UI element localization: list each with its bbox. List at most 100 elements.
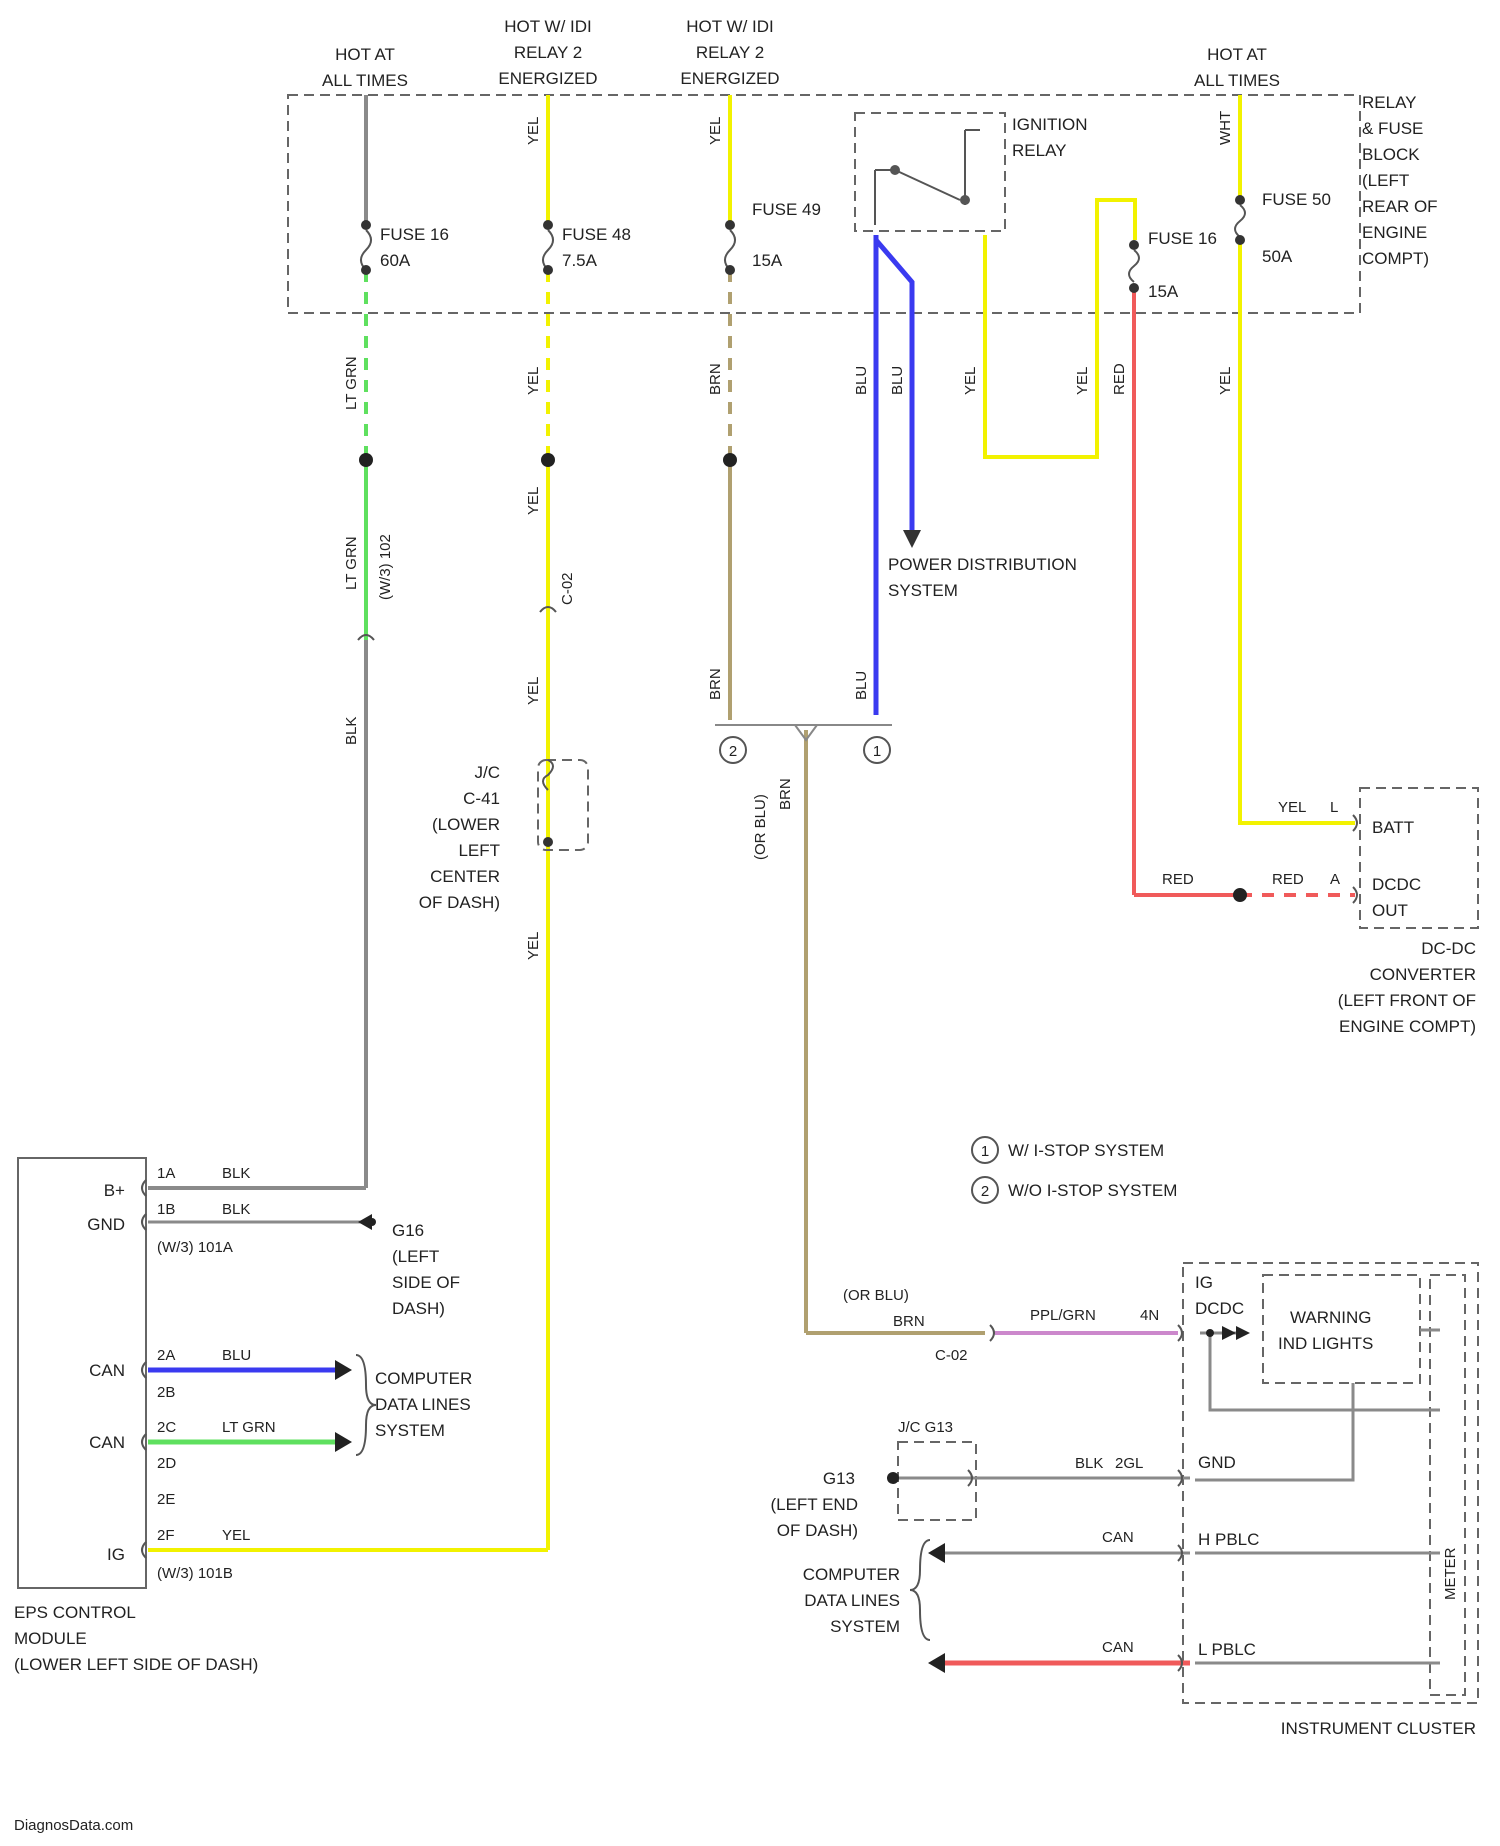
svg-text:FUSE 16: FUSE 16 (1148, 229, 1217, 248)
svg-text:H PBLC: H PBLC (1198, 1530, 1259, 1549)
svg-text:BLOCK: BLOCK (1362, 145, 1420, 164)
svg-text:YEL: YEL (1217, 367, 1234, 395)
svg-text:IG: IG (1195, 1273, 1213, 1292)
svg-text:(W/3) 101B: (W/3) 101B (157, 1565, 233, 1582)
svg-text:BATT: BATT (1372, 818, 1414, 837)
svg-text:ENERGIZED: ENERGIZED (498, 69, 597, 88)
svg-text:(LOWER: (LOWER (432, 815, 500, 834)
svg-text:W/ I-STOP SYSTEM: W/ I-STOP SYSTEM (1008, 1141, 1164, 1160)
svg-text:ENERGIZED: ENERGIZED (680, 69, 779, 88)
svg-text:YEL: YEL (525, 367, 542, 395)
svg-text:RELAY: RELAY (1012, 141, 1067, 160)
svg-text:FUSE 16: FUSE 16 (380, 225, 449, 244)
c02-connector-ticks (358, 607, 556, 640)
svg-text:WARNING: WARNING (1290, 1308, 1372, 1327)
svg-text:DATA LINES: DATA LINES (375, 1395, 471, 1414)
svg-text:J/C G13: J/C G13 (898, 1419, 953, 1436)
svg-text:GND: GND (1198, 1453, 1236, 1472)
svg-text:G13: G13 (823, 1469, 855, 1488)
svg-text:YEL: YEL (525, 932, 542, 960)
fuse-49-15a: FUSE 49 15A (725, 200, 821, 275)
svg-text:(OR BLU): (OR BLU) (752, 794, 769, 860)
svg-text:RELAY: RELAY (1362, 93, 1417, 112)
svg-text:C-02: C-02 (559, 572, 576, 605)
svg-text:1B: 1B (157, 1201, 175, 1218)
svg-text:YEL: YEL (962, 367, 979, 395)
splice-dots (359, 453, 1247, 902)
svg-text:(W/3) 101A: (W/3) 101A (157, 1239, 233, 1256)
svg-text:YEL: YEL (525, 677, 542, 705)
wire-fuse16-15a-to-dcdc (1134, 290, 1355, 895)
svg-text:LT GRN: LT GRN (222, 1419, 276, 1436)
svg-text:J/C: J/C (475, 763, 501, 782)
svg-text:CENTER: CENTER (430, 867, 500, 886)
svg-text:INSTRUMENT CLUSTER: INSTRUMENT CLUSTER (1281, 1719, 1476, 1738)
svg-text:G16: G16 (392, 1221, 424, 1240)
svg-text:(W/3) 102: (W/3) 102 (377, 534, 394, 600)
svg-text:W/O I-STOP SYSTEM: W/O I-STOP SYSTEM (1008, 1181, 1177, 1200)
jc-c41: J/C C-41 (LOWER LEFT CENTER OF DASH) (419, 760, 588, 912)
svg-text:COMPT): COMPT) (1362, 249, 1429, 268)
svg-text:METER: METER (1442, 1547, 1459, 1600)
svg-text:BLK: BLK (1075, 1455, 1103, 1472)
svg-text:BLK: BLK (343, 717, 360, 745)
fuse-16-15a: FUSE 16 15A (1129, 229, 1217, 301)
svg-text:1: 1 (873, 743, 881, 760)
svg-text:2C: 2C (157, 1419, 176, 1436)
svg-text:MODULE: MODULE (14, 1629, 87, 1648)
svg-text:OF DASH): OF DASH) (419, 893, 500, 912)
splice-bracket (715, 725, 892, 740)
svg-text:2: 2 (729, 743, 737, 760)
svg-text:EPS CONTROL: EPS CONTROL (14, 1603, 136, 1622)
svg-text:LT GRN: LT GRN (343, 356, 360, 410)
svg-text:IG: IG (107, 1545, 125, 1564)
svg-text:YEL: YEL (1278, 799, 1306, 816)
ground-g16: G16 (LEFT SIDE OF DASH) (392, 1221, 460, 1318)
svg-text:(OR BLU): (OR BLU) (843, 1287, 909, 1304)
svg-text:2D: 2D (157, 1455, 176, 1472)
svg-text:OF DASH): OF DASH) (777, 1521, 858, 1540)
svg-text:2E: 2E (157, 1491, 175, 1508)
svg-text:DASH): DASH) (392, 1299, 445, 1318)
svg-text:& FUSE: & FUSE (1362, 119, 1423, 138)
svg-text:IND LIGHTS: IND LIGHTS (1278, 1334, 1373, 1353)
relay-fuse-block-label: RELAY & FUSE BLOCK (LEFT REAR OF ENGINE … (1362, 93, 1438, 268)
fuse-50-50a: FUSE 50 50A (1235, 190, 1331, 266)
svg-text:RELAY 2: RELAY 2 (514, 43, 582, 62)
svg-text:COMPUTER: COMPUTER (803, 1565, 900, 1584)
eps-gnd-wire (148, 1214, 376, 1230)
svg-text:CAN: CAN (89, 1433, 125, 1452)
svg-text:BLU: BLU (222, 1347, 251, 1364)
svg-text:60A: 60A (380, 251, 411, 270)
svg-text:15A: 15A (752, 251, 783, 270)
svg-text:RED: RED (1111, 363, 1128, 395)
eps-control-module: B+ GND CAN CAN IG 1A BLK 1B BLK (W/3) 10… (14, 1158, 276, 1674)
svg-text:DC-DC: DC-DC (1421, 939, 1476, 958)
svg-text:BLU: BLU (853, 366, 870, 395)
svg-text:C-41: C-41 (463, 789, 500, 808)
svg-text:RELAY 2: RELAY 2 (696, 43, 764, 62)
svg-text:BLU: BLU (853, 671, 870, 700)
svg-text:DCDC: DCDC (1372, 875, 1421, 894)
svg-text:YEL: YEL (1074, 367, 1091, 395)
svg-text:FUSE 48: FUSE 48 (562, 225, 631, 244)
svg-text:2B: 2B (157, 1384, 175, 1401)
svg-text:FUSE 49: FUSE 49 (752, 200, 821, 219)
eps-can-wires (148, 1355, 376, 1455)
svg-text:PPL/GRN: PPL/GRN (1030, 1307, 1096, 1324)
svg-text:BRN: BRN (707, 668, 724, 700)
svg-text:L: L (1330, 799, 1338, 816)
svg-text:ALL TIMES: ALL TIMES (1194, 71, 1280, 90)
watermark: DiagnosData.com (14, 1817, 133, 1834)
svg-text:BLK: BLK (222, 1201, 250, 1218)
legend: 1 W/ I-STOP SYSTEM 2 W/O I-STOP SYSTEM (972, 1137, 1177, 1203)
source-labels: HOT AT ALL TIMES HOT W/ IDI RELAY 2 ENER… (322, 17, 1280, 90)
svg-text:ALL TIMES: ALL TIMES (322, 71, 408, 90)
svg-text:OUT: OUT (1372, 901, 1408, 920)
cluster-can-wires: CAN CAN (910, 1529, 1190, 1673)
svg-text:LEFT: LEFT (458, 841, 500, 860)
svg-text:YEL: YEL (525, 117, 542, 145)
jc-g13: J/C G13 BLK 2GL (887, 1419, 1190, 1520)
ignition-relay-switch (875, 130, 980, 225)
svg-text:(LEFT END: (LEFT END (770, 1495, 858, 1514)
